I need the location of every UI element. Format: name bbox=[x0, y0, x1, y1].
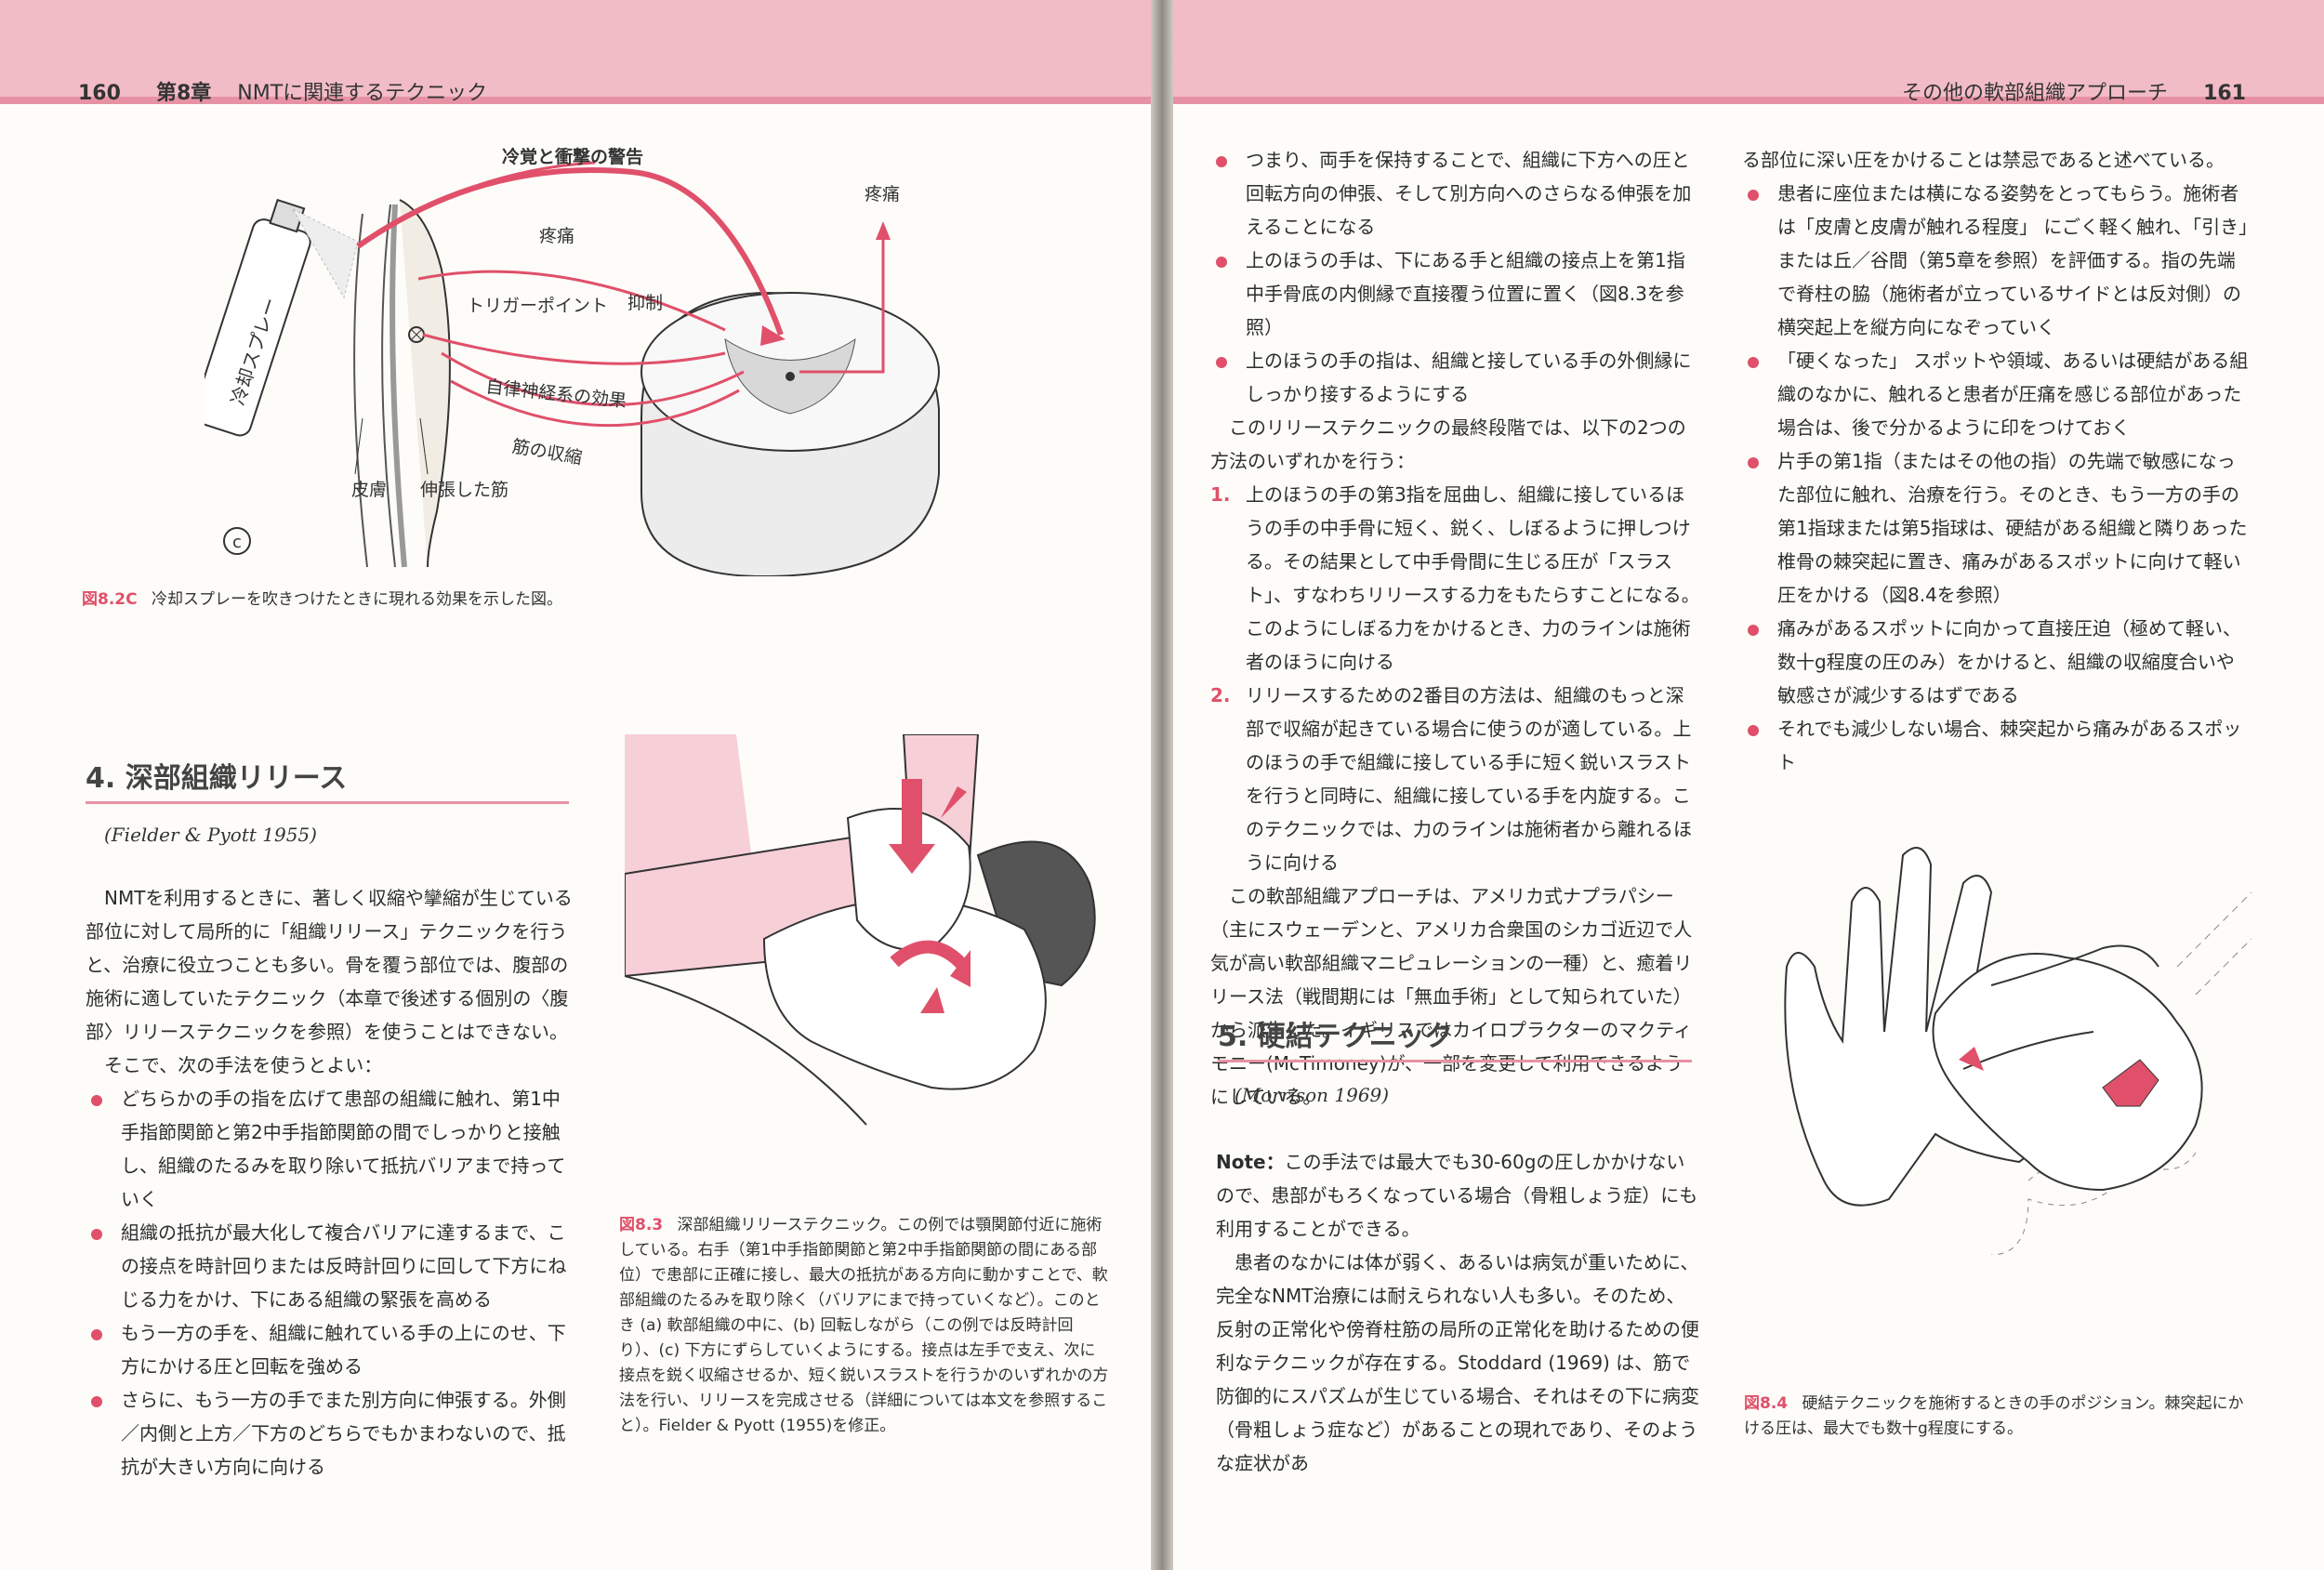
bullet-item: 痛みがあるスポットに向かって直接圧迫（極めて軽い、数十g程度の圧のみ）をかけると… bbox=[1742, 612, 2249, 712]
right-header-band bbox=[1173, 0, 2324, 104]
bullet-item: 患者に座位または横になる姿勢をとってもらう。施術者は「皮膚と皮膚が触れる程度」 … bbox=[1742, 177, 2249, 344]
label-contraction: 筋の収縮 bbox=[510, 436, 584, 468]
bullet-item: 「硬くなった」 スポットや領域、あるいは硬結がある組織のなかに、触れると患者が圧… bbox=[1742, 344, 2249, 444]
section-4-para-1: NMTを利用するときに、著しく収縮や攣縮が生じている部位に対して局所的に「組織リ… bbox=[86, 887, 573, 1043]
panel-letter: c bbox=[232, 533, 242, 552]
bullet-item: 上のほうの手は、下にある手と組織の接点上を第1指中手骨底の内側縁で直接覆う位置に… bbox=[1210, 244, 1701, 344]
left-page: 160 第8章 NMTに関連するテクニック 冷却スプレー bbox=[0, 0, 1151, 1570]
bullet-item: 片手の第1指（またはその他の指）の先端で敏感になった部位に触れ、治療を行う。その… bbox=[1742, 444, 2249, 612]
book-gutter bbox=[1151, 0, 1173, 1570]
bullet-item: どちらかの手の指を広げて患部の組織に触れ、第1中手指節関節と第2中手指節関節の間… bbox=[86, 1082, 578, 1216]
section-4-title: 4. 深部組織リリース bbox=[86, 755, 569, 804]
item-number: 1. bbox=[1210, 483, 1231, 506]
label-trigger-point: トリガーポイント bbox=[467, 296, 608, 316]
section-4-bullets: どちらかの手の指を広げて患部の組織に触れ、第1中手指節関節と第2中手指節関節の間… bbox=[86, 1082, 578, 1484]
numbered-item: 1. 上のほうの手の第3指を屈曲し、組織に接しているほうの手の中手骨に短く、鋭く、… bbox=[1210, 478, 1701, 679]
patients-para: 患者のなかには体が弱く、あるいは病気が重いために、完全なNMT治療には耐えられな… bbox=[1216, 1251, 1699, 1474]
note-para: Note：この手法では最大でも30-60gの圧しかかけないので、患部がもろくなっ… bbox=[1216, 1145, 1699, 1246]
section-4-citation: (Fielder & Pyott 1955) bbox=[104, 824, 317, 846]
figure-8-2c-caption: 図8.2C 冷却スプレーを吹きつけたときに現れる効果を示した図。 bbox=[82, 587, 1011, 613]
section-5-body: Note：この手法では最大でも30-60gの圧しかかけないので、患部がもろくなっ… bbox=[1216, 1145, 1699, 1480]
figure-8-2c-label: 図8.2C bbox=[82, 590, 138, 609]
figure-8-3-caption-text: 深部組織リリーステクニック。この例では顎関節付近に施術している。右手（第1中手指… bbox=[619, 1216, 1109, 1435]
final-stage-para: このリリーステクニックの最終段階では、以下の2つの方法のいずれかを行う： bbox=[1210, 416, 1686, 472]
continued-bullets: つまり、両手を保持することで、組織に下方への圧と回転方向の伸張、そして別方向への… bbox=[1210, 143, 1701, 411]
chapter-title: NMTに関連するテクニック bbox=[237, 82, 488, 105]
item-number: 2. bbox=[1210, 684, 1231, 706]
figure-8-4-label: 図8.4 bbox=[1744, 1394, 1789, 1413]
page-number-right: 161 bbox=[2203, 82, 2246, 105]
right-column-2: る部位に深い圧をかけることは禁忌であると述べている。 患者に座位または横になる姿… bbox=[1742, 143, 2249, 779]
bullet-item: もう一方の手を、組織に触れている手の上にのせ、下方にかける圧と回転を強める bbox=[86, 1316, 578, 1383]
label-stretched-muscle: 伸張した筋 bbox=[420, 480, 508, 500]
running-head-title: その他の軟部組織アプローチ bbox=[1902, 82, 2169, 105]
section-5-citation: (Morrison 1969) bbox=[1235, 1084, 1390, 1106]
note-text: この手法では最大でも30-60gの圧しかかけないので、患部がもろくなっている場合… bbox=[1216, 1151, 1698, 1240]
label-inhibition: 抑制 bbox=[627, 293, 663, 313]
numbered-item: 2. リリースするための2番目の方法は、組織のもっと深部で収縮が起きている場合に使… bbox=[1210, 679, 1701, 879]
bullet-item: それでも減少しない場合、棘突起から痛みがあるスポット bbox=[1742, 712, 2249, 779]
figure-8-2c-illustration: 冷却スプレー 冷覚と衝撃の警告 疼痛 疼痛 トリガーポイント 抑制 bbox=[205, 146, 940, 576]
bullet-item: 組織の抵抗が最大化して複合バリアに達するまで、この接点を時計回りまたは反時計回り… bbox=[86, 1216, 578, 1316]
right-page: その他の軟部組織アプローチ 161 つまり、両手を保持することで、組織に下方への… bbox=[1173, 0, 2324, 1570]
item-text: リリースするための2番目の方法は、組織のもっと深部で収縮が起きている場合に使うの… bbox=[1246, 684, 1692, 874]
chapter-number: 第8章 bbox=[155, 82, 212, 105]
bullet-item: さらに、もう一方の手でまた別方向に伸張する。外側／内側と上方／下方のどちらでもか… bbox=[86, 1383, 578, 1484]
column-2-bullets: 患者に座位または横になる姿勢をとってもらう。施術者は「皮膚と皮膚が触れる程度」 … bbox=[1742, 177, 2249, 779]
label-pain: 疼痛 bbox=[539, 226, 574, 246]
right-column-1: つまり、両手を保持することで、組織に下方への圧と回転方向の伸張、そして別方向への… bbox=[1210, 143, 1701, 1114]
figure-8-4-illustration bbox=[1750, 827, 2251, 1255]
figure-8-4-caption-text: 硬結テクニックを施術するときの手のポジション。棘突起にかける圧は、最大でも数十g… bbox=[1744, 1394, 2244, 1438]
note-label: Note： bbox=[1216, 1151, 1285, 1173]
section-5-title: 5. 硬結テクニック bbox=[1218, 1013, 1692, 1062]
label-skin: 皮膚 bbox=[351, 480, 387, 500]
item-text: 上のほうの手の第3指を屈曲し、組織に接しているほうの手の中手骨に短く、鋭く、しぼ… bbox=[1246, 483, 1700, 673]
bullet-item: つまり、両手を保持することで、組織に下方への圧と回転方向の伸張、そして別方向への… bbox=[1210, 143, 1701, 244]
bullet-item: 上のほうの手の指は、組織と接している手の外側縁にしっかり接するようにする bbox=[1210, 344, 1701, 411]
page-number-left: 160 bbox=[78, 82, 121, 105]
figure-8-3-caption: 図8.3 深部組織リリーステクニック。この例では顎関節付近に施術している。右手（… bbox=[619, 1213, 1110, 1439]
numbered-list: 1. 上のほうの手の第3指を屈曲し、組織に接しているほうの手の中手骨に短く、鋭く、… bbox=[1210, 478, 1701, 879]
label-warning: 冷覚と衝撃の警告 bbox=[502, 146, 643, 167]
label-pain-right: 疼痛 bbox=[865, 184, 900, 204]
figure-8-3-label: 図8.3 bbox=[619, 1216, 664, 1234]
origin-para: この軟部組織アプローチは、アメリカ式ナプラパシー（主にスウェーデンと、アメリカ合… bbox=[1210, 885, 1693, 1108]
figure-8-4-caption: 図8.4 硬結テクニックを施術するときの手のポジション。棘突起にかける圧は、最大… bbox=[1744, 1392, 2251, 1442]
section-4-para-2: そこで、次の手法を使うとよい： bbox=[104, 1054, 383, 1076]
figure-8-3-illustration bbox=[625, 734, 1108, 1143]
left-running-head: 160 第8章 NMTに関連するテクニック bbox=[78, 76, 487, 106]
section-4-body: NMTを利用するときに、著しく収縮や攣縮が生じている部位に対して局所的に「組織リ… bbox=[86, 881, 578, 1484]
left-header-band bbox=[0, 0, 1151, 104]
figure-8-2c-caption-text: 冷却スプレーを吹きつけたときに現れる効果を示した図。 bbox=[152, 590, 562, 609]
column-2-lead: る部位に深い圧をかけることは禁忌であると述べている。 bbox=[1742, 149, 2225, 171]
right-running-head: その他の軟部組織アプローチ 161 bbox=[1902, 76, 2246, 106]
